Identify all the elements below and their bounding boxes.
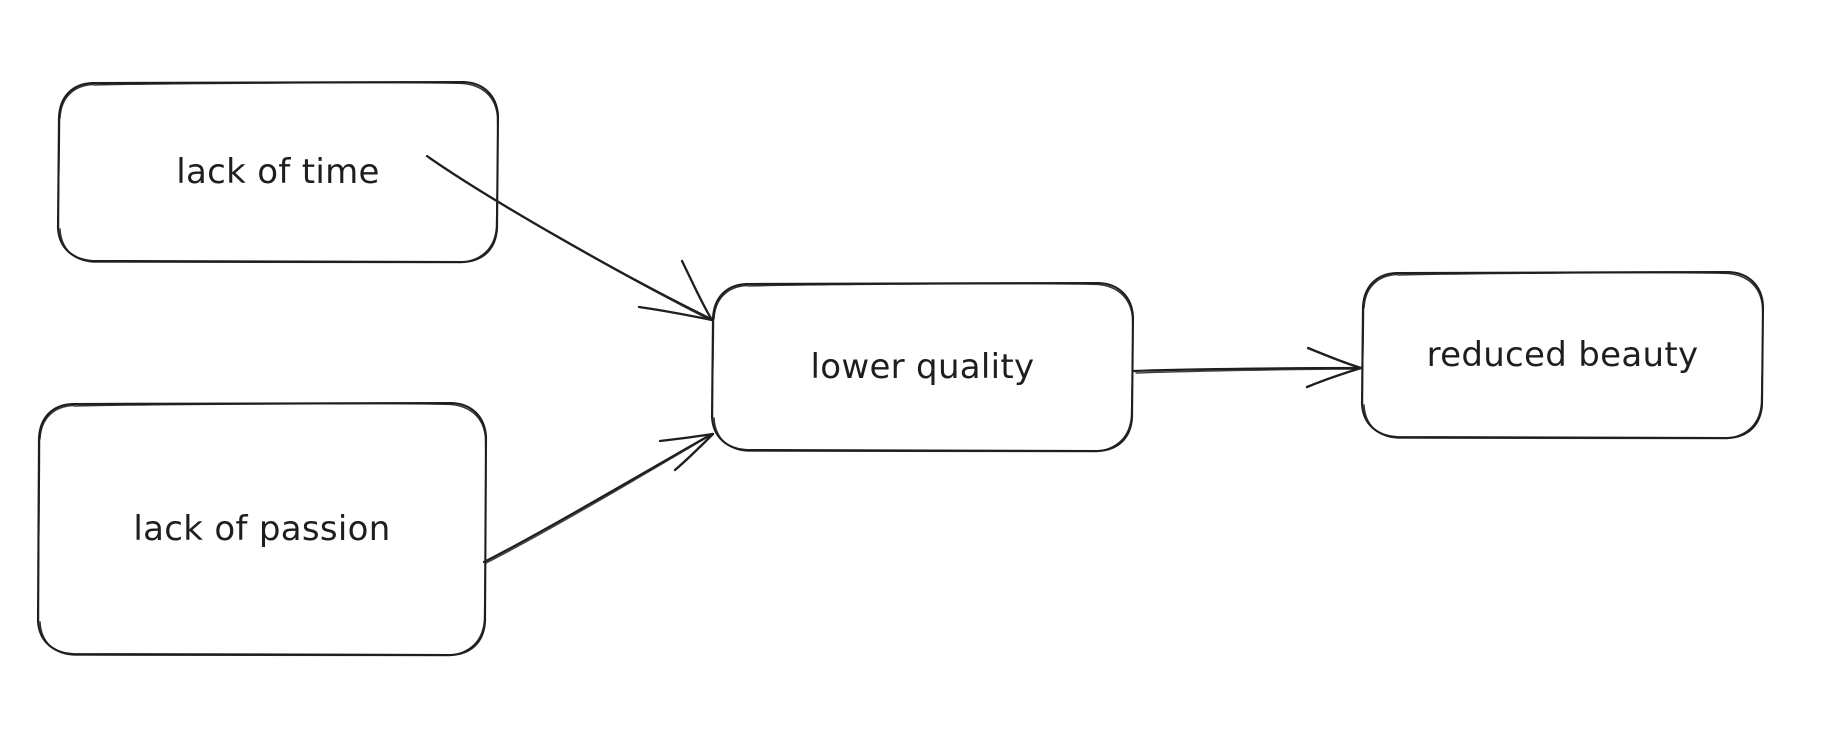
node-reduced-beauty[interactable] bbox=[1360, 270, 1765, 440]
node-lack-of-passion[interactable] bbox=[36, 401, 488, 657]
edge-time-to-quality[interactable] bbox=[425, 154, 714, 322]
arrowhead-icon bbox=[658, 432, 715, 443]
edge-quality-to-beauty[interactable] bbox=[1132, 346, 1363, 389]
arrowhead-icon bbox=[1306, 346, 1363, 370]
node-lack-of-time[interactable] bbox=[56, 80, 500, 264]
arrowhead-icon bbox=[680, 259, 714, 322]
node-lower-quality[interactable] bbox=[710, 281, 1135, 453]
edge-passion-to-quality[interactable] bbox=[482, 432, 715, 564]
